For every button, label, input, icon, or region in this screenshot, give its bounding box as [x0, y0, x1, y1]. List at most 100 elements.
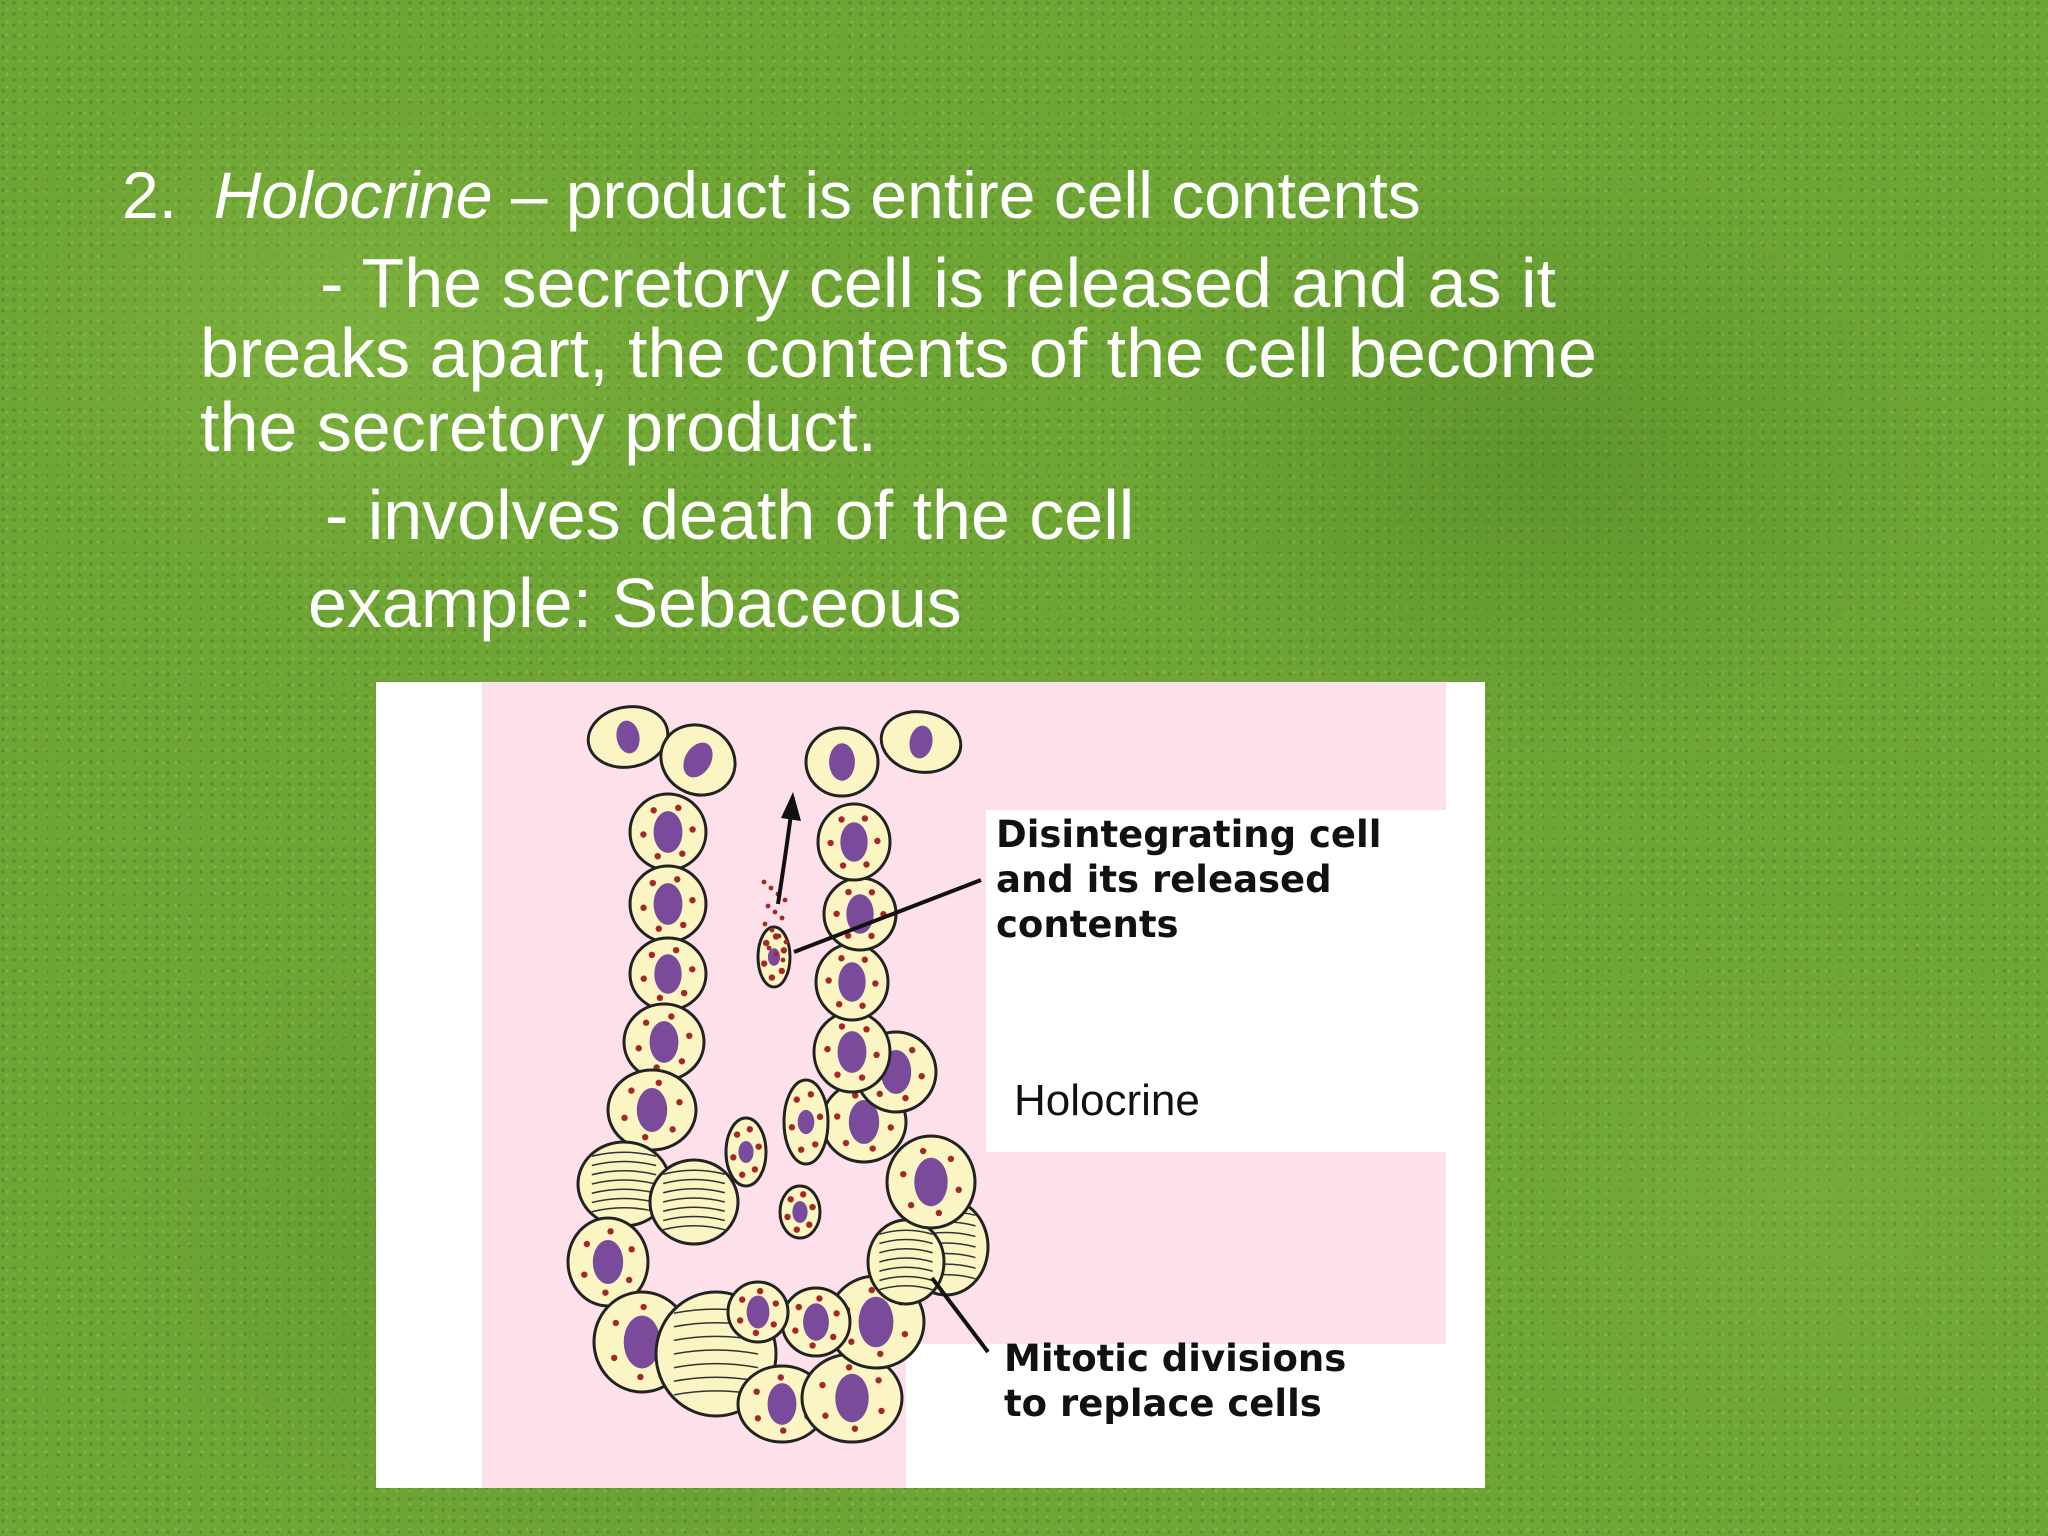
granule	[795, 1303, 802, 1311]
granule	[637, 1373, 644, 1381]
release-arrow	[776, 813, 793, 905]
granule	[689, 897, 696, 904]
granule	[669, 1126, 676, 1133]
mitotic-spindle	[879, 1229, 933, 1235]
granule	[628, 1246, 635, 1253]
released-granule	[779, 915, 785, 921]
granule	[800, 1191, 807, 1198]
nucleus	[746, 1295, 770, 1329]
released-granule	[765, 903, 771, 909]
granule	[686, 1032, 693, 1039]
mitotic-spindle	[879, 1238, 933, 1245]
granule	[760, 960, 768, 967]
granule	[901, 1330, 909, 1338]
granule	[827, 839, 834, 847]
granule	[753, 1388, 760, 1395]
granule	[869, 1145, 876, 1152]
granule	[648, 951, 656, 959]
gland-cell	[866, 1218, 946, 1306]
granule	[793, 1226, 800, 1233]
granule	[878, 1407, 885, 1415]
granule	[607, 1228, 614, 1235]
granule	[947, 1155, 955, 1163]
released-granule	[762, 921, 768, 927]
granule	[751, 1166, 759, 1173]
granule	[839, 862, 847, 869]
granule	[581, 1271, 588, 1278]
granule	[739, 1296, 746, 1303]
gland-cell	[816, 802, 892, 882]
nucleus	[797, 1109, 815, 1135]
gland-cell	[780, 1286, 852, 1358]
gland-cell	[659, 723, 737, 797]
heading-term: Holocrine	[213, 158, 493, 232]
granule	[907, 1201, 915, 1209]
gland-cell	[804, 726, 880, 798]
granule	[768, 974, 776, 981]
label-mitotic-line1: Mitotic divisions	[1004, 1337, 1347, 1380]
gland-cell	[782, 1078, 830, 1166]
mitotic-spindle	[663, 1224, 725, 1231]
granule	[668, 1013, 675, 1020]
nucleus	[792, 1201, 808, 1223]
granule	[640, 831, 647, 838]
mitotic-spindle	[663, 1206, 725, 1212]
granule	[689, 826, 696, 833]
granule	[825, 977, 832, 984]
granule	[874, 837, 881, 845]
granule	[902, 1094, 909, 1102]
gland-cell	[628, 936, 708, 1012]
granule	[806, 1221, 813, 1228]
granule	[640, 904, 647, 911]
mitotic-spindle	[591, 1160, 657, 1167]
mitotic-spindle	[591, 1170, 657, 1176]
granule	[852, 1092, 859, 1099]
nucleus	[838, 962, 866, 1002]
granule	[787, 1196, 794, 1203]
gland-cell	[822, 876, 898, 952]
granule	[838, 955, 845, 962]
mitotic-spindle	[673, 1362, 759, 1369]
granule	[809, 1203, 816, 1211]
nucleus	[592, 1240, 624, 1284]
label-mitotic-divisions: Mitotic divisions to replace cells	[1004, 1336, 1346, 1426]
granule	[612, 1319, 620, 1327]
granule	[654, 852, 661, 860]
released-granule	[769, 927, 775, 933]
granule	[873, 1051, 880, 1059]
granule	[772, 1300, 780, 1307]
granule	[640, 1303, 647, 1311]
pointer-disintegrating	[793, 878, 982, 954]
granule	[833, 1310, 840, 1317]
gland-cell	[885, 1134, 977, 1230]
released-granule	[780, 957, 786, 963]
nucleus	[767, 948, 781, 966]
granule	[797, 1146, 805, 1153]
gland-cell	[879, 710, 963, 774]
granule	[935, 1209, 943, 1217]
release-arrowhead	[781, 792, 801, 821]
mitotic-spindle	[663, 1169, 725, 1176]
slide-text-block: 2. Holocrine – product is entire cell co…	[0, 0, 2048, 680]
granule	[680, 921, 687, 929]
granule	[642, 1019, 650, 1026]
nucleus	[840, 822, 868, 862]
nucleus	[829, 743, 855, 781]
granule	[780, 1427, 787, 1434]
nucleus	[738, 1141, 754, 1163]
granule	[875, 1377, 882, 1384]
mitotic-spindle	[663, 1215, 725, 1222]
mitotic-spindle	[879, 1284, 933, 1291]
granule	[770, 1321, 777, 1328]
granule	[812, 1141, 819, 1148]
granule	[655, 1079, 663, 1087]
granule	[842, 1139, 850, 1147]
mitotic-spindle	[663, 1197, 725, 1203]
granule	[655, 925, 662, 932]
example-line: example: Sebaceous	[308, 564, 962, 642]
granule	[816, 1113, 824, 1120]
granule	[834, 1113, 841, 1120]
slide-heading: 2. Holocrine – product is entire cell co…	[122, 162, 1421, 228]
released-granule	[773, 951, 779, 957]
pink-background	[482, 682, 1446, 1488]
